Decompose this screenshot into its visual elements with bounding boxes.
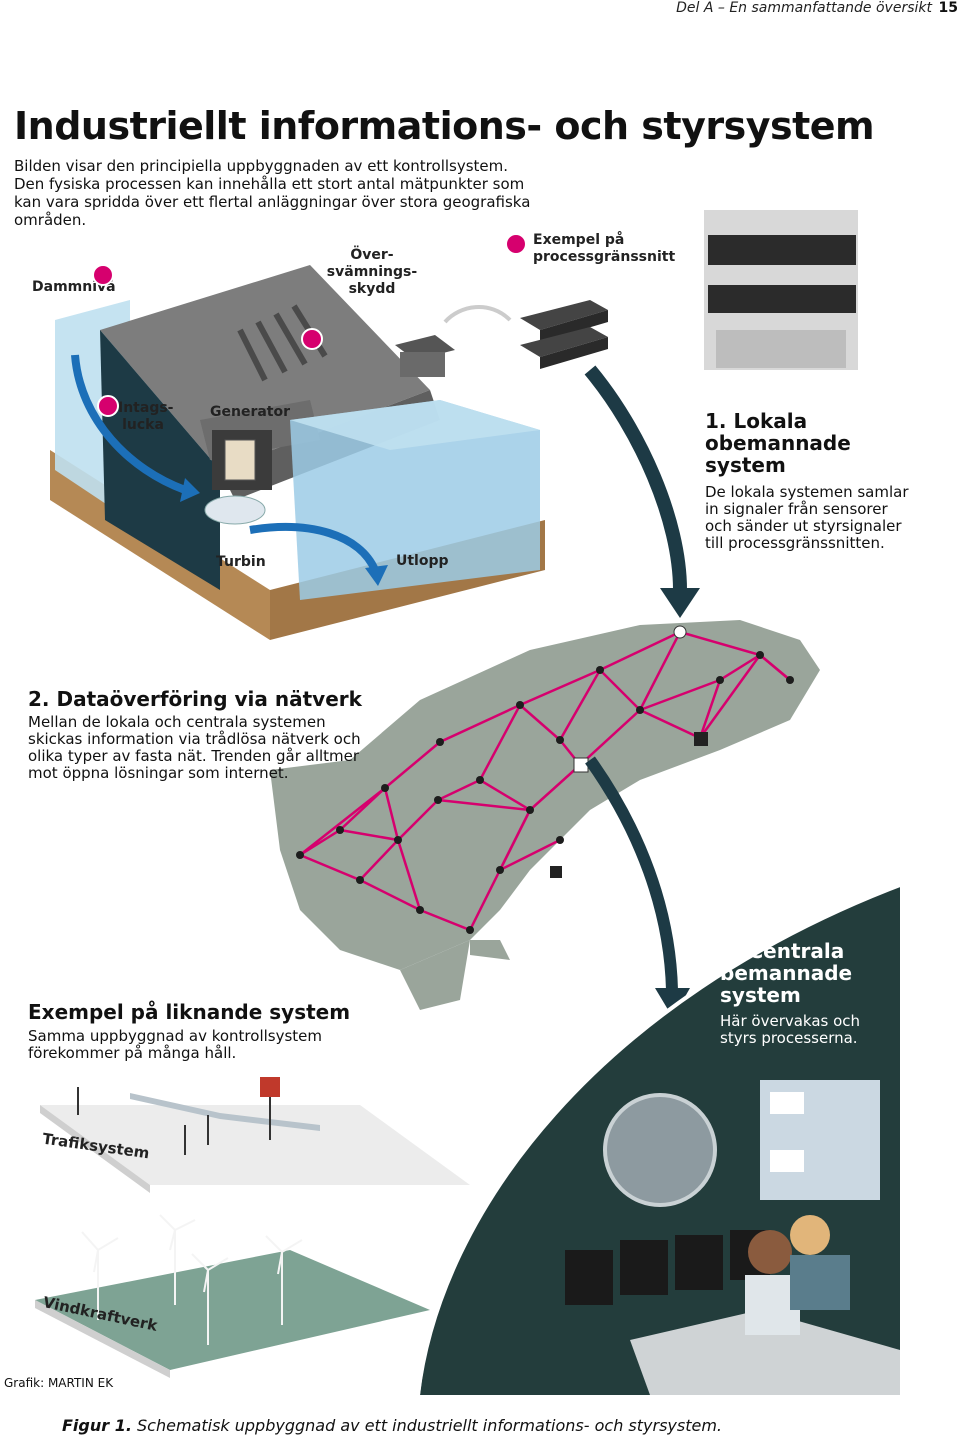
wind-illustration: [35, 1214, 430, 1378]
label-interface-example: Exempel på processgränssnitt: [533, 232, 676, 265]
label-utlopp: Utlopp: [396, 553, 449, 569]
marker-dot: [97, 395, 119, 417]
section2-title: 2. Dataöverföring via nätverk: [28, 687, 362, 711]
intro-text: Bilden visar den principiella uppbyggnad…: [14, 157, 531, 229]
marker-dot: [505, 233, 527, 255]
section1-body: De lokala systemen samlar in signaler fr…: [705, 483, 909, 552]
marker-dot: [92, 264, 114, 286]
section2-body: Mellan de lokala och centrala systemen s…: [28, 713, 361, 782]
label-oversvamning: Över- svämnings- skydd: [326, 247, 418, 297]
label-turbin: Turbin: [216, 554, 266, 570]
credit: Grafik: MARTIN EK: [4, 1376, 114, 1390]
network-map: [270, 620, 820, 1018]
caption-text: Schematisk uppbyggnad av ett industriell…: [131, 1416, 722, 1435]
traffic-illustration: [40, 1077, 470, 1193]
section1-title: 1. Lokala obemannade system: [705, 409, 851, 477]
section3-body: Här övervakas och styrs processerna.: [720, 1012, 861, 1047]
section3-title: 3. Centrala bemannade system: [720, 939, 853, 1007]
control-room: [416, 883, 901, 1396]
label-intagslucka: Intags- lucka: [118, 400, 174, 433]
running-header: Del A – En sammanfattande översikt: [676, 0, 932, 16]
marker-dot: [301, 328, 323, 350]
caption-label: Figur 1.: [62, 1416, 132, 1435]
similar-title: Exempel på liknande system: [28, 1000, 351, 1024]
label-generator: Generator: [210, 404, 291, 420]
similar-body: Samma uppbyggnad av kontrollsystem förek…: [28, 1027, 323, 1062]
page-title: Industriellt informations- och styrsyste…: [14, 104, 875, 148]
page-number: 15: [938, 0, 958, 16]
figure-caption: Figur 1. Schematisk uppbyggnad av ett in…: [62, 1416, 722, 1435]
dam-illustration: [50, 210, 858, 640]
